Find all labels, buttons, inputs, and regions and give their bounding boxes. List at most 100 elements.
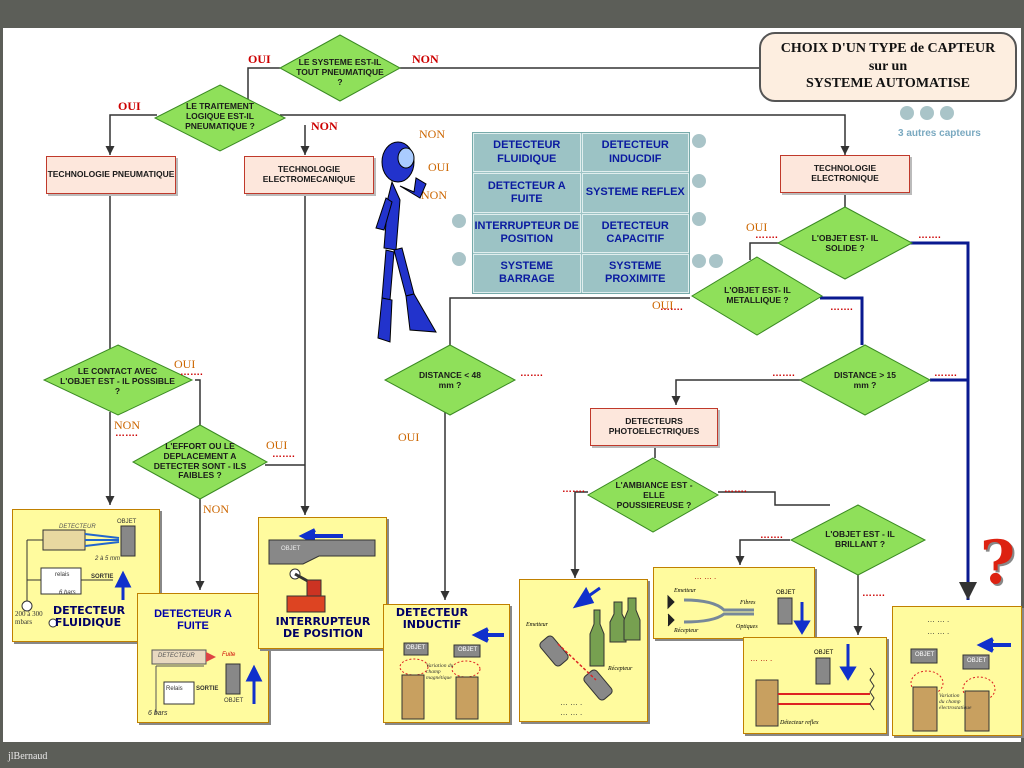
decision-solide: L'OBJET EST- IL SOLIDE ? — [811, 233, 879, 253]
line-oui-trait — [105, 114, 157, 155]
label-oui: OUI — [746, 220, 768, 234]
bubble-icon — [452, 252, 466, 266]
reflex-placeholder: ……. — [694, 572, 719, 581]
reflex-emetteur-label: Emetteur — [674, 588, 696, 594]
fluidique-diagram — [21, 525, 136, 628]
decision-distance15: DISTANCE > 15 mm ? — [834, 370, 896, 390]
label-non: NON — [114, 418, 140, 432]
bubble-icon — [900, 106, 914, 120]
bubble-icon — [920, 106, 934, 120]
inductif-title: DETECTEUR INDUCTIF — [395, 606, 469, 632]
fluidique-relais-label: relais — [55, 572, 70, 578]
fuite-objet-label: OBJET — [224, 698, 244, 704]
label-oui: OUI — [118, 99, 141, 113]
photo-placeholder: ……. — [560, 698, 585, 707]
grid-cell: DETECTEUR A FUITE — [473, 173, 581, 213]
dotted-placeholder: ……. — [180, 367, 203, 378]
box-pneumatique: TECHNOLOGIE PNEUMATIQUE — [46, 156, 176, 194]
label-non: NON — [203, 502, 229, 516]
line-amb-oui — [570, 491, 588, 578]
bubble-icon — [940, 106, 954, 120]
decision-distance48: DISTANCE < 48 mm ? — [419, 370, 481, 390]
barrage-placeholder: ……. — [750, 654, 775, 663]
capacitif-diagram — [910, 637, 1011, 732]
reflex-recepteur-label: Récepteur — [674, 628, 699, 634]
diamond-pneumatique — [278, 34, 402, 102]
title-line1: CHOIX D'UN TYPE de CAPTEUR — [780, 41, 996, 56]
card-inductif: DETECTEUR INDUCTIF OBJET OBJET Variation… — [383, 604, 510, 723]
label-oui: OUI — [652, 298, 674, 312]
inductif-objet-label: OBJET — [406, 645, 426, 651]
diamond-distance15 — [798, 344, 932, 416]
capacitif-objet-label-2: OBJET — [967, 658, 987, 664]
grid-cell: DETECTEUR CAPACITIF — [581, 213, 689, 253]
card-fuite: DETECTEUR A FUITE DETECTEUR Fuite Relais… — [137, 593, 269, 723]
line-oui-pneu — [247, 67, 280, 110]
fuite-diagram — [151, 649, 263, 714]
bubble-icon — [692, 254, 706, 268]
dotted-placeholder: ……. — [115, 428, 138, 439]
label-non: NON — [421, 188, 447, 202]
photo-placeholder-2: ……. — [560, 708, 585, 717]
grid-cell: SYSTEME PROXIMITE — [581, 253, 689, 293]
line-amb-non — [718, 491, 830, 506]
grid-cell: SYSTEME BARRAGE — [473, 253, 581, 293]
title-line2: sur un — [868, 58, 908, 74]
title-line3: SYSTEME AUTOMATISE — [805, 76, 971, 91]
reflex-fibres-label: Fibres — [740, 600, 756, 606]
fuite-bars-label: 6 bars — [148, 710, 168, 717]
diamond-brillant — [789, 504, 927, 576]
interrupteur-title: INTERRUPTEUR DE POSITION — [275, 615, 371, 641]
diamond-ambiance — [586, 457, 720, 533]
box-photoelectriques: DETECTEURS PHOTOELECTRIQUES — [590, 408, 718, 446]
inductif-diagram — [399, 627, 504, 720]
box-electromecanique: TECHNOLOGIE ELECTROMECANIQUE — [244, 156, 374, 194]
diamond-traitement — [153, 84, 287, 152]
decision-metallique: L'OBJET EST- IL METALLIQUE ? — [724, 285, 791, 305]
fluidique-title: DETECTEUR FLUIDIQUE — [53, 604, 126, 630]
line-d15-photo — [671, 379, 800, 405]
decision-ambiance: L'AMBIANCE EST - ELLE POUSSIEREUSE ? — [615, 480, 693, 510]
fuite-fuite-label: Fuite — [222, 652, 236, 658]
label-non: NON — [419, 127, 445, 141]
bubble-icon — [709, 254, 723, 268]
card-photo: Emetteur Récepteur ……. ……. — [519, 579, 648, 722]
card-capacitif: ……. ……. OBJET OBJET Variation du champ é… — [892, 606, 1022, 736]
barrage-detecteur-label: Détecteur reflex — [780, 720, 819, 726]
bubble-icon — [692, 212, 706, 226]
line-contact-effort — [195, 379, 201, 425]
fluidique-objet-label: OBJET — [117, 519, 137, 525]
fluidique-detecteur-label: DETECTEUR — [59, 524, 96, 530]
line-solide-oui — [749, 242, 780, 260]
diamond-distance48 — [383, 344, 517, 416]
grid-cell: DETECTEUR INDUCDIF — [581, 133, 689, 173]
other-sensors-label: 3 autres capteurs — [898, 128, 981, 139]
reflex-optiques-label: Optiques — [736, 624, 758, 630]
footer-author: jlBernaud — [8, 751, 48, 762]
card-barrage: ……. OBJET Détecteur reflex — [743, 637, 887, 734]
label-non: NON — [412, 52, 439, 66]
grid-cell: DETECTEUR FLUIDIQUE — [473, 133, 581, 173]
card-interrupteur: OBJET INTERRUPTEUR DE POSITION — [258, 517, 387, 649]
decision-contact: LE CONTACT AVEC L'OBJET EST - IL POSSIBL… — [60, 366, 175, 396]
reflex-diagram — [667, 594, 811, 635]
decision-brillant: L'OBJET EST - IL BRILLANT ? — [825, 529, 895, 549]
grid-cell: SYSTEME REFLEX — [581, 173, 689, 213]
line-metal-oui — [449, 297, 690, 345]
dotted-placeholder: ……. — [830, 302, 853, 313]
barrage-objet-label: OBJET — [814, 650, 834, 656]
decision-traitement: LE TRAITEMENT LOGIQUE EST-IL PNEUMATIQUE… — [185, 101, 255, 131]
fuite-title: DETECTEUR A FUITE — [154, 608, 232, 633]
dotted-placeholder: ……. — [918, 230, 941, 241]
line-non-trait — [280, 114, 850, 155]
capacitif-placeholder: ……. — [927, 615, 952, 624]
diamond-solide — [776, 206, 914, 280]
title-box: CHOIX D'UN TYPE de CAPTEUR sur un SYSTEM… — [759, 32, 1017, 102]
fluidique-bars-label: 6 bars — [59, 590, 76, 596]
fuite-relais-label: Relais — [166, 686, 183, 692]
dotted-placeholder: ……. — [772, 368, 795, 379]
dotted-placeholder: ……. — [862, 588, 885, 599]
decision-effort: L'EFFORT OU LE DEPLACEMENT A DETECTER SO… — [153, 441, 247, 481]
bubble-icon — [452, 214, 466, 228]
reflex-objet-label: OBJET — [776, 590, 796, 596]
